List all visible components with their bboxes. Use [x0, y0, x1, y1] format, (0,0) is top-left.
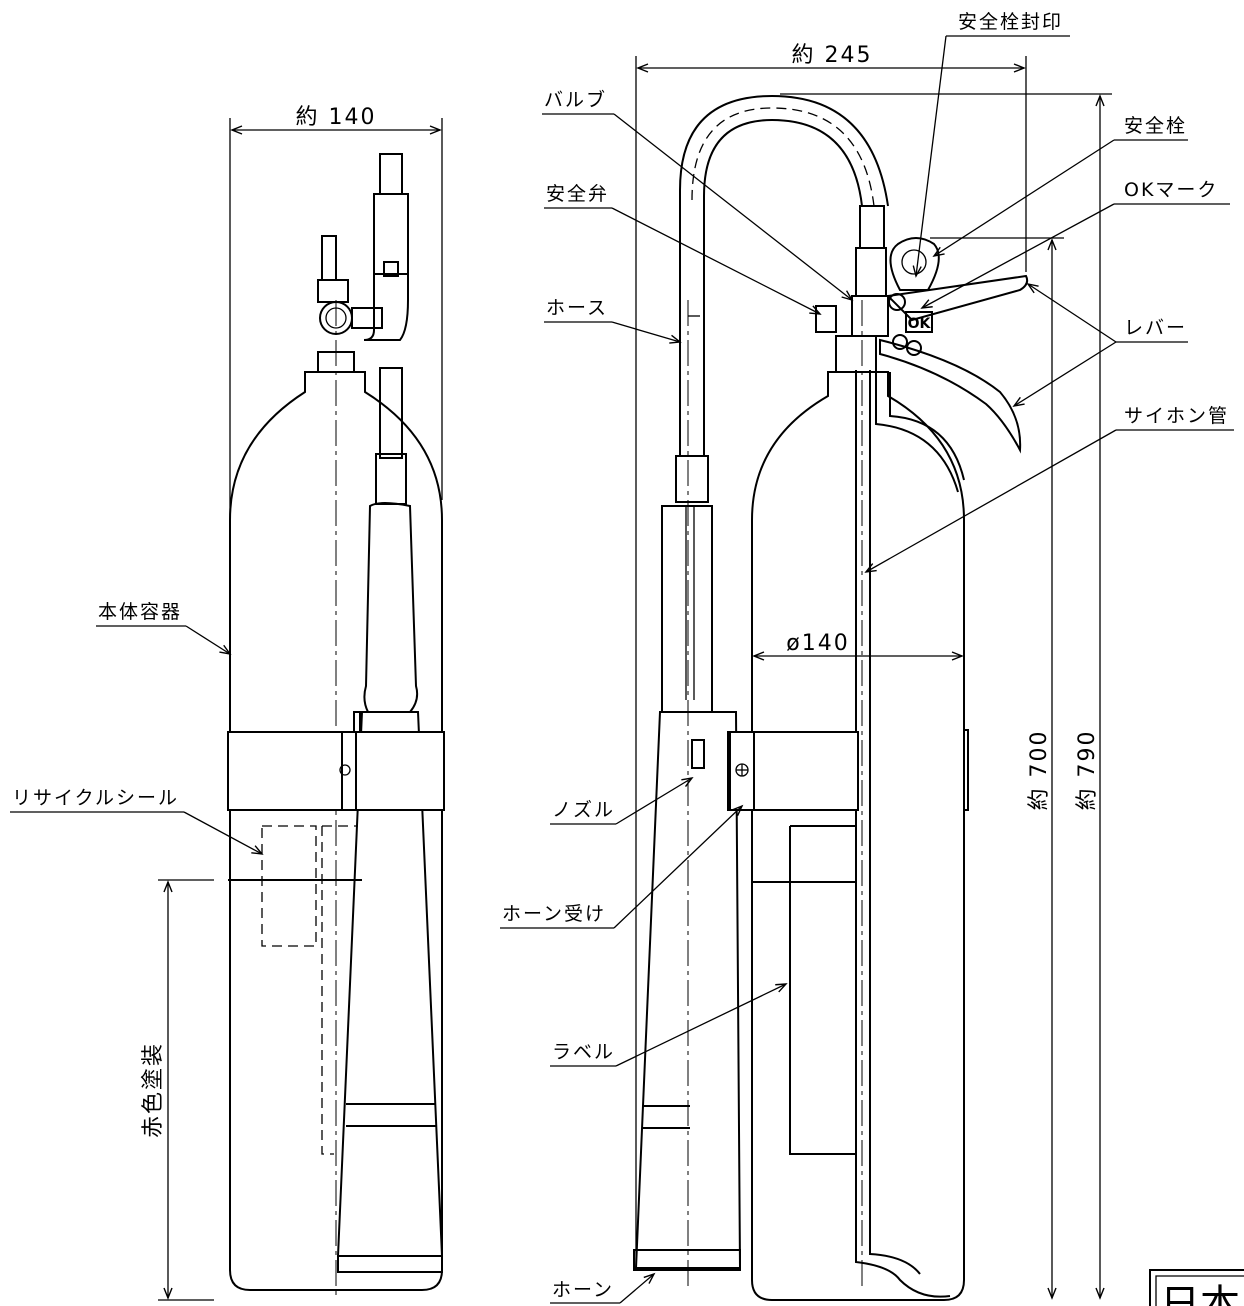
- lower-lever: [879, 338, 1022, 454]
- red-paint-dimension: 赤色塗装: [141, 879, 214, 1301]
- front-bracket-band: [727, 731, 859, 811]
- siphon-tube: [855, 370, 951, 1298]
- label-area: [789, 825, 856, 1155]
- side-width-dimension: 約 140: [229, 105, 443, 520]
- diameter-dimension: ø140: [752, 631, 964, 661]
- recycle-seal-label: リサイクルシール: [12, 787, 179, 809]
- side-width-label: 約 140: [296, 105, 377, 130]
- safety-pin-label: 安全栓: [1124, 115, 1187, 137]
- diameter-label: ø140: [786, 631, 849, 656]
- ok-mark-callout: OKマーク: [920, 179, 1230, 309]
- front-width-label: 約 245: [792, 43, 873, 68]
- recycle-seal-callout: リサイクルシール: [10, 787, 264, 855]
- front-view: OK: [633, 94, 1029, 1301]
- front-width-dimension: 約 245: [635, 43, 1027, 1270]
- red-paint-label: 赤色塗装: [141, 1042, 166, 1138]
- side-cylinder-body: [229, 371, 443, 1291]
- safety-pin-callout: 安全栓: [932, 115, 1188, 258]
- height-total-label: 約 790: [1075, 730, 1100, 811]
- horn-callout: ホーン: [550, 1272, 656, 1304]
- recycle-seal-outline: [261, 825, 317, 947]
- body-container-label: 本体容器: [98, 601, 182, 623]
- ok-badge-text: OK: [908, 316, 932, 332]
- label-callout: ラベル: [550, 983, 788, 1067]
- side-view: [227, 153, 445, 1300]
- height-dimensions: 約 700 約 790: [780, 93, 1112, 1300]
- title-block-text: 日本: [1160, 1282, 1240, 1306]
- nozzle-callout: ノズル: [550, 777, 694, 825]
- seal-callout: 安全栓封印: [912, 11, 1070, 278]
- height-body-label: 約 700: [1027, 730, 1052, 811]
- side-bracket-band: [227, 731, 445, 811]
- nozzle-label: ノズル: [552, 799, 615, 821]
- horn-holder-callout: ホーン受け: [500, 804, 744, 929]
- ok-mark-label: OKマーク: [1124, 179, 1218, 201]
- horn-holder-label: ホーン受け: [502, 903, 606, 925]
- label-label: ラベル: [552, 1041, 615, 1063]
- title-block: 日本: [1149, 1269, 1244, 1306]
- hose-label: ホース: [546, 297, 608, 319]
- hose-loop: [679, 94, 889, 207]
- relief-valve-callout: 安全弁: [544, 183, 822, 315]
- lever-label: レバー: [1124, 317, 1187, 339]
- front-cylinder-body: [751, 371, 965, 1301]
- side-horn-grip: [363, 502, 419, 713]
- valve-callout: バルブ: [542, 88, 854, 302]
- lever-callout: レバー: [1012, 282, 1188, 408]
- horn-label: ホーン: [552, 1279, 614, 1301]
- upper-lever: [885, 274, 1029, 322]
- safety-pin-ring: [889, 237, 940, 291]
- siphon-tube-label: サイホン管: [1124, 405, 1229, 427]
- valve-label: バルブ: [544, 88, 607, 111]
- relief-valve-label: 安全弁: [546, 183, 609, 205]
- front-horn-grip: [661, 505, 713, 713]
- hose-callout: ホース: [544, 297, 682, 344]
- siphon-tube-callout: サイホン管: [864, 405, 1234, 573]
- body-container-callout: 本体容器: [96, 601, 232, 656]
- seal-label: 安全栓封印: [958, 11, 1063, 33]
